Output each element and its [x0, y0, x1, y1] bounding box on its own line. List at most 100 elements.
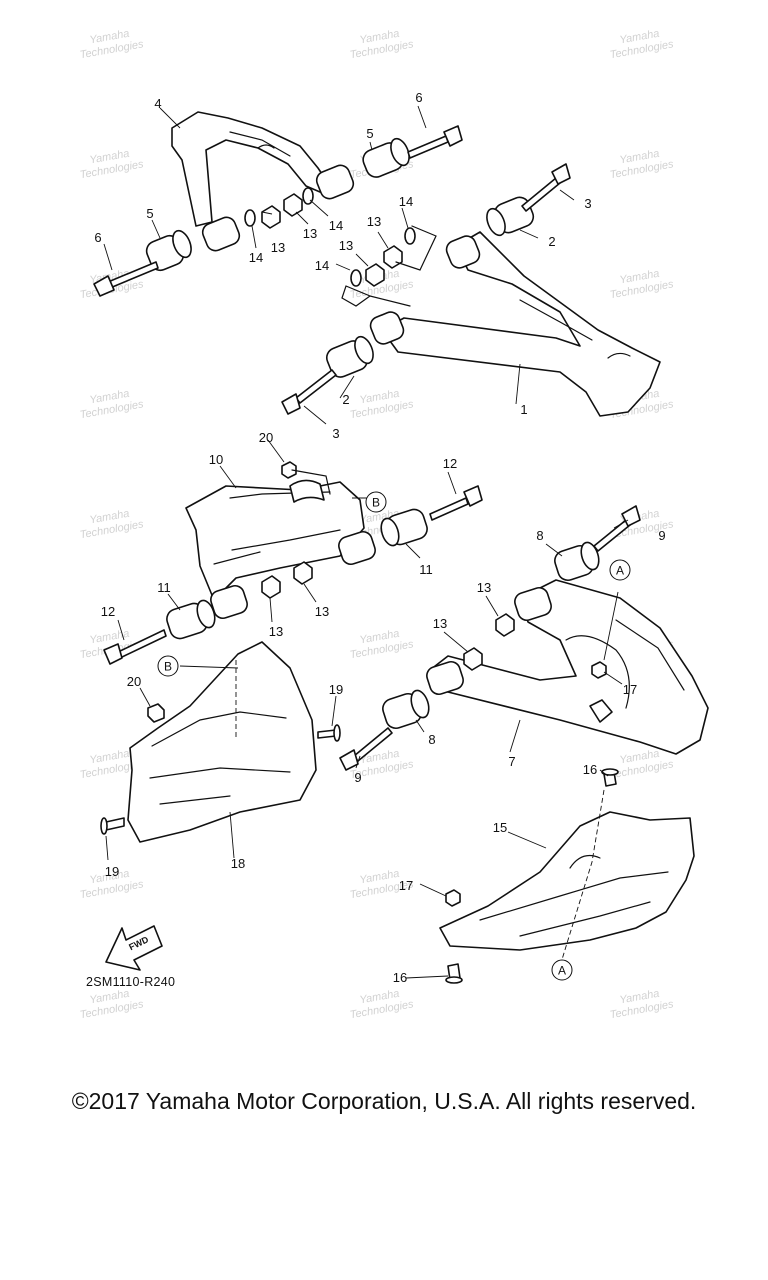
ref-mark-a-guard: A: [551, 959, 573, 981]
arm-sleeve-1-front: [369, 311, 405, 345]
callout-12: 12: [101, 604, 115, 619]
bushing-part-11-right: [380, 508, 428, 547]
fwd-arrow-icon: FWD: [105, 925, 163, 971]
arm-sleeve-4-right: [315, 164, 355, 200]
guard-part-18: [127, 641, 317, 843]
ref-mark-b-bracket: B: [365, 491, 387, 513]
bolt-part-12-right: [429, 485, 483, 521]
nut-washer-cluster-upper: [244, 187, 437, 307]
svg-text:A: A: [616, 564, 624, 578]
nut-part-13-b: [293, 561, 313, 585]
nut-part-20-guard: [147, 703, 165, 723]
leader-lines: [103, 105, 629, 979]
bushing-part-8-front: [382, 689, 430, 730]
callout-13: 13: [339, 238, 353, 253]
screw-part-19-right: [317, 724, 341, 742]
callout-14: 14: [315, 258, 329, 273]
ref-mark-b-guard: B: [157, 655, 179, 677]
bolt-part-3-left: [281, 369, 337, 415]
callout-4: 4: [154, 96, 161, 111]
callout-2: 2: [548, 234, 555, 249]
bolt-part-6-left: [93, 261, 159, 297]
callout-16: 16: [393, 970, 407, 985]
screw-part-16-top: [601, 768, 619, 787]
svg-text:B: B: [164, 660, 172, 674]
copyright-notice: ©2017 Yamaha Motor Corporation, U.S.A. A…: [71, 1088, 697, 1114]
bolt-part-6-right: [407, 125, 463, 159]
guard-part-15: [439, 789, 695, 967]
bushing-part-11-left: [166, 599, 216, 640]
callout-6: 6: [94, 230, 101, 245]
callout-19: 19: [105, 864, 119, 879]
upper-arm-part-4: [171, 111, 327, 227]
screw-part-16-bottom: [445, 963, 463, 984]
diagram-code: 2SM1110-R240: [86, 975, 175, 989]
svg-text:A: A: [558, 964, 566, 978]
callout-1: 1: [520, 402, 527, 417]
upper-a-arm-part-1: [381, 231, 661, 417]
bracket-part-10: [185, 479, 365, 601]
nut-part-20-top: [281, 461, 297, 479]
callout-8: 8: [428, 732, 435, 747]
screw-part-19-left: [100, 817, 125, 835]
bushing-part-2-right: [486, 196, 535, 237]
callout-13: 13: [269, 624, 283, 639]
callout-10: 10: [209, 452, 223, 467]
callout-13: 13: [367, 214, 381, 229]
callout-14: 14: [249, 250, 263, 265]
bolt-part-9-front: [339, 727, 393, 771]
nut-20-guide: [291, 469, 331, 495]
callout-5: 5: [366, 126, 373, 141]
callout-7: 7: [508, 754, 515, 769]
callout-3: 3: [332, 426, 339, 441]
callout-19: 19: [329, 682, 343, 697]
callout-9: 9: [658, 528, 665, 543]
callout-labels: 4 5 6 5 6 3 2 14 13 13 14 14 13 13 14 2 …: [94, 90, 665, 985]
callout-8: 8: [536, 528, 543, 543]
bolt-part-9-rear: [593, 505, 641, 552]
callout-16: 16: [583, 762, 597, 777]
callout-2: 2: [342, 392, 349, 407]
callout-14: 14: [329, 218, 343, 233]
nut-part-13-a: [261, 575, 281, 599]
nut-part-17-arm: [591, 661, 607, 679]
callout-5: 5: [146, 206, 153, 221]
callout-17: 17: [399, 878, 413, 893]
callout-13: 13: [477, 580, 491, 595]
bolt-part-12-left: [103, 629, 167, 665]
bolt-part-3-right: [521, 163, 571, 212]
callout-12: 12: [443, 456, 457, 471]
nut-part-13-d: [463, 647, 483, 671]
bushing-part-2-left: [325, 335, 374, 378]
lower-arm-sleeve-front: [426, 660, 464, 696]
ref-mark-a-arm: A: [609, 559, 631, 581]
callout-11: 11: [419, 562, 433, 577]
callout-20: 20: [127, 674, 141, 689]
callout-17: 17: [623, 682, 637, 697]
lower-a-arm-part-7: [429, 579, 709, 755]
callout-6: 6: [415, 90, 422, 105]
callout-14: 14: [399, 194, 413, 209]
callout-15: 15: [493, 820, 507, 835]
svg-text:B: B: [372, 496, 380, 510]
callout-9: 9: [354, 770, 361, 785]
bushing-part-8-rear: [554, 541, 600, 582]
callout-13: 13: [271, 240, 285, 255]
arm-sleeve-1-rear: [445, 235, 481, 269]
callout-3: 3: [584, 196, 591, 211]
lower-arm-sleeve-rear: [514, 586, 552, 622]
callout-11: 11: [157, 580, 171, 595]
callout-20: 20: [259, 430, 273, 445]
